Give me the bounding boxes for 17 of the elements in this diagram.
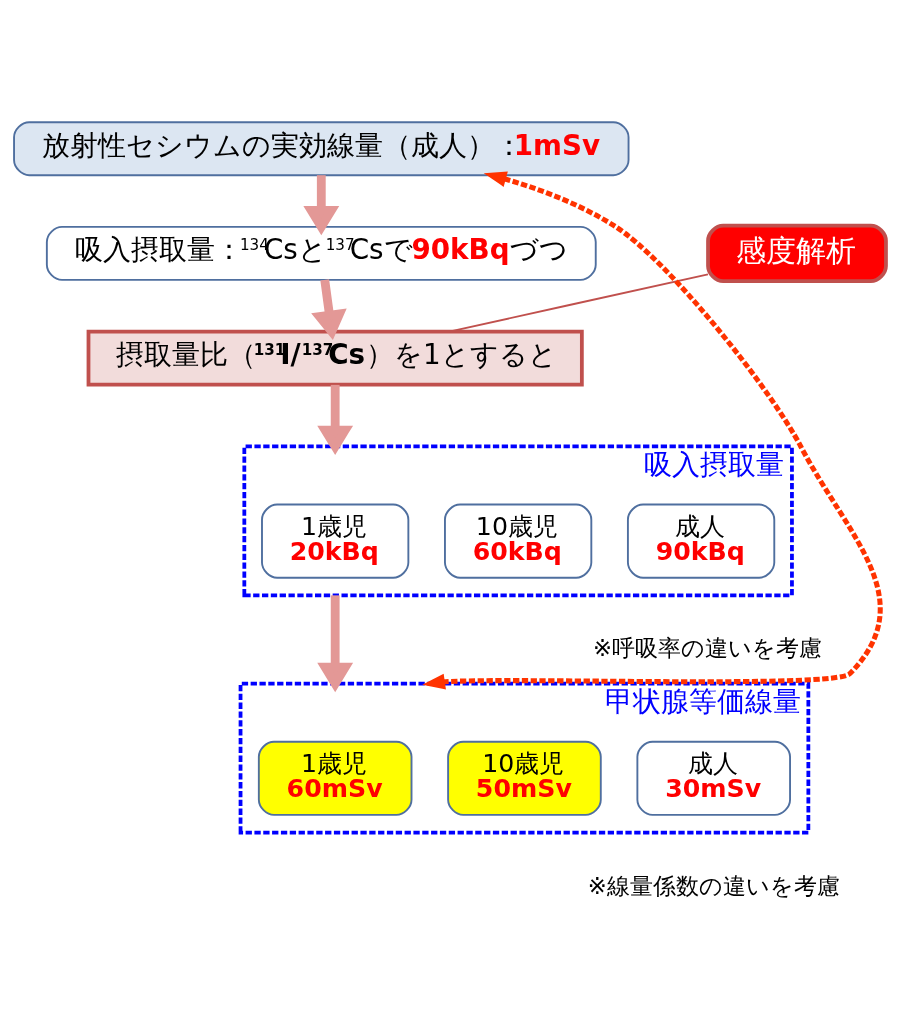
label: ※線量係数の違いを考慮 [587,872,840,899]
arrow [316,384,353,455]
node-box: 摂取量比（$^{131}$I/$^{137}$Cs）を1とすると [86,329,584,387]
node-box: 10歳児 60kBq [443,503,592,579]
label: ※呼吸率の違いを考慮 [592,635,822,662]
node-box: 放射性セシウムの実効線量（成人）：1mSv [12,121,629,177]
node-box: 10歳児 50mSv [446,740,602,816]
node-box: 成人 90kBq [626,503,775,579]
arrow [310,279,347,340]
node-box: 1歳児 60mSv [257,740,412,816]
node-box: 成人 30mSv [635,740,791,816]
arrow [316,595,353,693]
arrow [421,171,882,690]
arrow [302,175,339,236]
node-box: 1歳児 20kBq [260,503,409,579]
node-box: 感度解析 [705,223,888,284]
node-box: 吸入摂取量：$^{134}$Csと$^{137}$Csで90kBqづつ [45,225,597,281]
